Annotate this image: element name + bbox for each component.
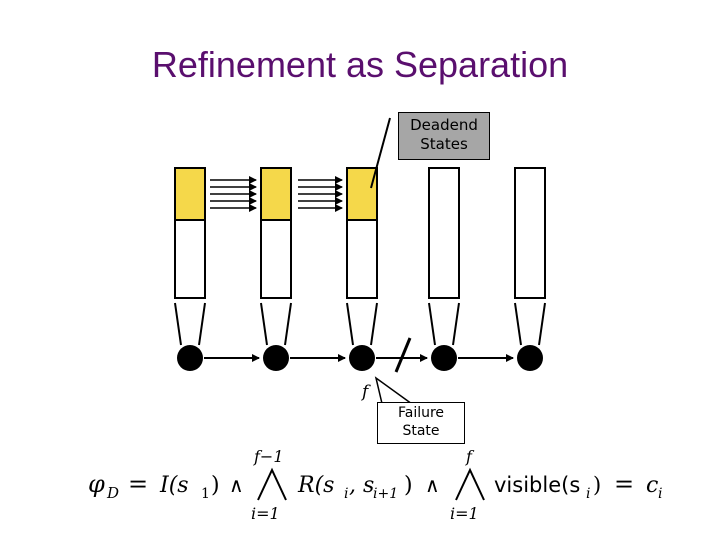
state-column-3-deadend [346, 167, 378, 221]
state-column-2-deadend [260, 167, 292, 221]
formula-I-close: ) [211, 473, 220, 498]
formula-eq2: = [614, 470, 634, 498]
page-title: Refinement as Separation [151, 44, 569, 85]
formula-vis-sub: i [586, 486, 590, 502]
state-column-3 [346, 219, 378, 299]
formula-vis-close: ) [593, 473, 601, 497]
abstract-state-node-2 [263, 345, 289, 371]
abstract-state-node-4 [431, 345, 457, 371]
formula-R-sub1: i [344, 486, 348, 502]
failure-label-line1: Failure [397, 405, 445, 421]
abstract-state-node-5 [517, 345, 543, 371]
failure-callout-pointer [374, 376, 413, 413]
formula-and2: ∧ [425, 473, 440, 497]
formula-R-term: R(s [297, 473, 334, 498]
state-column-1-deadend [174, 167, 206, 221]
deadend-callout-pointer [370, 117, 391, 189]
formula-bigand2-upper: f [465, 447, 475, 466]
cut-transition-mark [394, 337, 412, 373]
deadend-states-label: Deadend States [398, 112, 490, 160]
formula-phi-sub: D [106, 484, 119, 502]
formula-bigand1-lower: i=1 [251, 504, 280, 523]
formula-bigand2-lower: i=1 [450, 504, 479, 523]
abstract-state-node-3 [349, 345, 375, 371]
state-column-1 [174, 219, 206, 299]
formula-c-sub: i [658, 486, 662, 502]
formula: φ D = I(s 1 ) ∧ f−1 i=1 R(s i , s i+1 ) … [88, 447, 662, 523]
formula-bigand1-upper: f−1 [253, 447, 284, 466]
deadend-transition-arrows-2 [298, 176, 343, 212]
deadend-transition-arrows-1 [210, 176, 257, 212]
formula-c: c [646, 473, 658, 498]
formula-bigand1-symbol [257, 467, 287, 501]
failure-symbol: f [360, 382, 371, 402]
formula-I-sub: 1 [201, 486, 210, 502]
state-column-4 [428, 167, 460, 299]
failure-state-label: Failure State [377, 402, 465, 444]
formula-R-comma: , s [349, 473, 374, 498]
state-column-2 [260, 219, 292, 299]
abstract-state-node-1 [177, 345, 203, 371]
formula-visible: visible(s [494, 473, 580, 497]
formula-R-close: ) [404, 473, 413, 498]
projection-funnels [174, 302, 546, 346]
deadend-label-line2: States [420, 134, 468, 153]
formula-phi: φ [88, 470, 105, 498]
formula-R-sub2: i+1 [373, 486, 398, 502]
formula-and1: ∧ [229, 473, 244, 497]
deadend-label-line1: Deadend [410, 116, 478, 134]
formula-bigand2-symbol [455, 467, 485, 501]
state-column-5 [514, 167, 546, 299]
formula-I-term: I(s [159, 473, 189, 498]
failure-label-line2: State [402, 422, 440, 439]
formula-eq1: = [128, 470, 148, 498]
